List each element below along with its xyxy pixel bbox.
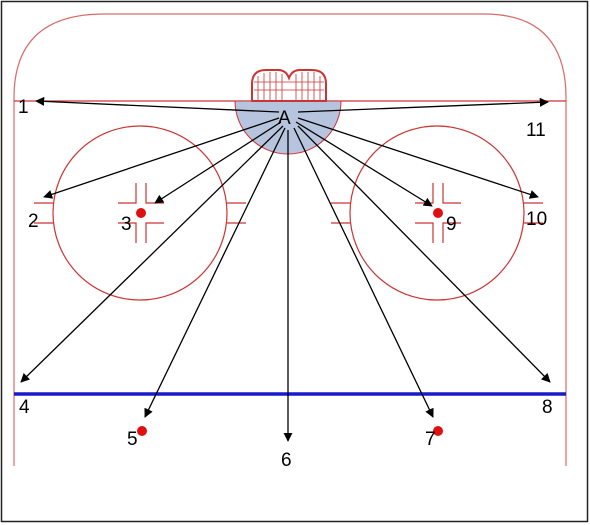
- target-label-2: 2: [28, 211, 39, 232]
- target-label-3: 3: [121, 214, 132, 235]
- target-label-10: 10: [526, 209, 547, 230]
- rink-boards: [13, 13, 567, 466]
- origin-label: A: [278, 108, 291, 129]
- left-faceoff-circle: [34, 125, 246, 301]
- target-label-6: 6: [281, 450, 292, 471]
- right-faceoff-circle: [331, 125, 543, 301]
- arrow-to-1: [35, 96, 280, 113]
- arrow-to-2: [43, 117, 280, 199]
- target-label-5: 5: [127, 429, 138, 450]
- arrow-to-8: [297, 125, 551, 383]
- goal-net-icon: [251, 69, 327, 102]
- target-label-7: 7: [425, 429, 436, 450]
- arrow-to-5: [144, 127, 286, 418]
- right-hashmarks: [415, 183, 461, 243]
- faceoff-dot: [137, 426, 147, 436]
- target-label-8: 8: [542, 397, 553, 418]
- arrow-to-7: [293, 127, 434, 418]
- faceoff-dot: [433, 208, 443, 218]
- faceoff-dot: [136, 208, 146, 218]
- arrow-to-3: [154, 121, 282, 204]
- target-label-9: 9: [446, 214, 457, 235]
- target-label-1: 1: [18, 97, 29, 118]
- arrow-to-9: [295, 121, 433, 207]
- target-label-4: 4: [19, 397, 30, 418]
- goal-crease: [234, 100, 342, 155]
- faceoff-dot: [433, 426, 443, 436]
- target-label-11: 11: [526, 120, 546, 141]
- pass-arrows: [20, 96, 551, 442]
- arrow-to-10: [297, 117, 539, 199]
- arrow-to-11: [297, 97, 549, 113]
- arrow-to-4: [20, 125, 284, 383]
